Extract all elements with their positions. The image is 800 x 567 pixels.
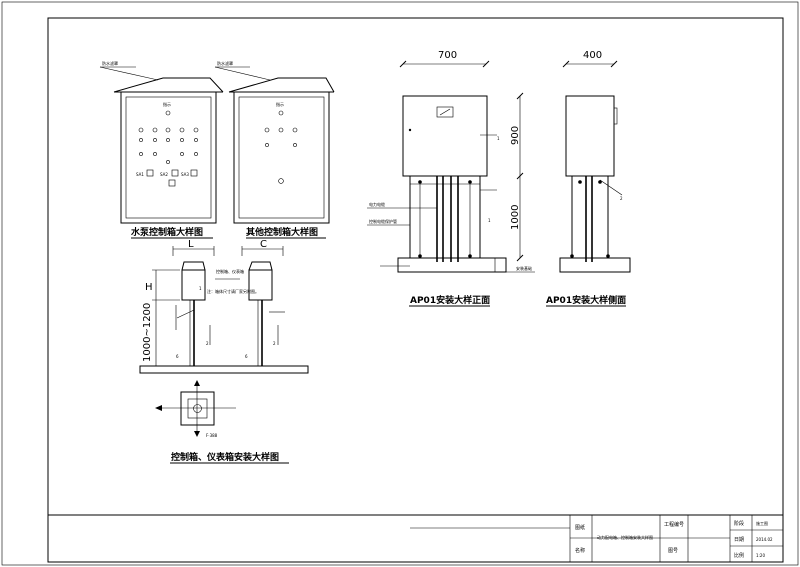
side-foundation — [559, 257, 631, 273]
install-caption: 控制箱、仪表箱安装大样图 — [171, 451, 279, 463]
title-block: 图纸 名称 动力配电箱、控制箱安装大样图 工程编号 图号 阶段 施工图 日期 2… — [48, 514, 783, 562]
title-project-no-label: 工程编号 — [664, 521, 684, 528]
dim-900: 900 — [510, 126, 521, 145]
dim-C: C — [260, 239, 267, 250]
ap01-side-view: 400 2 — [559, 50, 631, 273]
dim-1000: 1000 — [510, 205, 521, 230]
dim-H: H — [145, 282, 153, 293]
side-mark: 2 — [620, 196, 623, 201]
switch-sa2: SA2 — [160, 172, 168, 177]
water-pump-caption: 水泵控制箱大样图 — [131, 226, 203, 238]
other-control-box: 防水滤罩 指示 — [214, 60, 335, 224]
left-pole-mark: 2 — [206, 341, 209, 346]
selector-switches — [146, 169, 198, 187]
ap01-front-view: 700 900 1000 1 1 电力电缆 控制电缆保护管 — [367, 50, 535, 273]
left-base-mark: 6 — [176, 354, 179, 359]
left-box-mark: 1 — [199, 286, 202, 291]
dim-L: L — [188, 239, 194, 250]
front-label-foundation: 安装基础 — [516, 265, 532, 271]
front-caption: AP01安装大样正面 — [410, 294, 490, 306]
other-indicator-text: 指示 — [276, 101, 284, 107]
concrete-slab — [139, 365, 309, 374]
front-foundation — [397, 257, 507, 273]
rainproof-label-b: 防水滤罩 — [217, 60, 233, 66]
pump-indicator-text: 指示 — [163, 101, 171, 107]
side-caption: AP01安装大样侧面 — [546, 294, 626, 306]
indicator-lamps — [138, 110, 199, 164]
dim-front-width: 700 — [438, 50, 457, 61]
title-drawing-no-label: 图号 — [668, 548, 678, 554]
right-pole-mark: 2 — [273, 341, 276, 346]
title-name-label: 名称 — [575, 547, 585, 554]
front-mark-2: 1 — [488, 218, 491, 223]
right-base-mark: 6 — [245, 354, 248, 359]
base-plan-mark: F·388 — [206, 433, 218, 438]
front-label-conduit: 控制电缆保护管 — [369, 218, 397, 224]
other-box-caption: 其他控制箱大样图 — [246, 226, 318, 238]
dim-side-width: 400 — [583, 50, 602, 61]
title-stage-value: 施工图 — [756, 520, 768, 526]
switch-sa1: SA1 — [136, 172, 144, 177]
install-note-2: 注：箱体尺寸请厂家另附图。 — [207, 288, 259, 294]
front-mark-1: 1 — [497, 136, 500, 141]
dim-install-height: 1000~1200 — [142, 303, 153, 362]
title-date-value: 2014.02 — [756, 537, 773, 542]
title-drawing-name: 动力配电箱、控制箱安装大样图 — [597, 534, 653, 540]
switch-sa3: SA3 — [181, 172, 189, 177]
pole-install-detail: L C 1 控制箱、仪表箱 注：箱体尺寸请厂家另附图。 H 1000~1200 … — [139, 239, 309, 374]
rainproof-label-a: 防水滤罩 — [102, 60, 118, 66]
install-note-1: 控制箱、仪表箱 — [216, 268, 244, 274]
title-stage-label: 阶段 — [734, 520, 744, 527]
front-label-cable: 电力电缆 — [369, 201, 385, 207]
title-scale-label: 比例 — [734, 552, 744, 559]
title-drawing-label: 图纸 — [575, 524, 585, 531]
base-plan-view: F·388 — [155, 380, 236, 438]
title-date-label: 日期 — [734, 537, 744, 543]
title-scale-value: 1:20 — [756, 553, 765, 558]
water-pump-control-box: 防水滤罩 指示 SA1 SA2 SA3 — [99, 60, 224, 224]
